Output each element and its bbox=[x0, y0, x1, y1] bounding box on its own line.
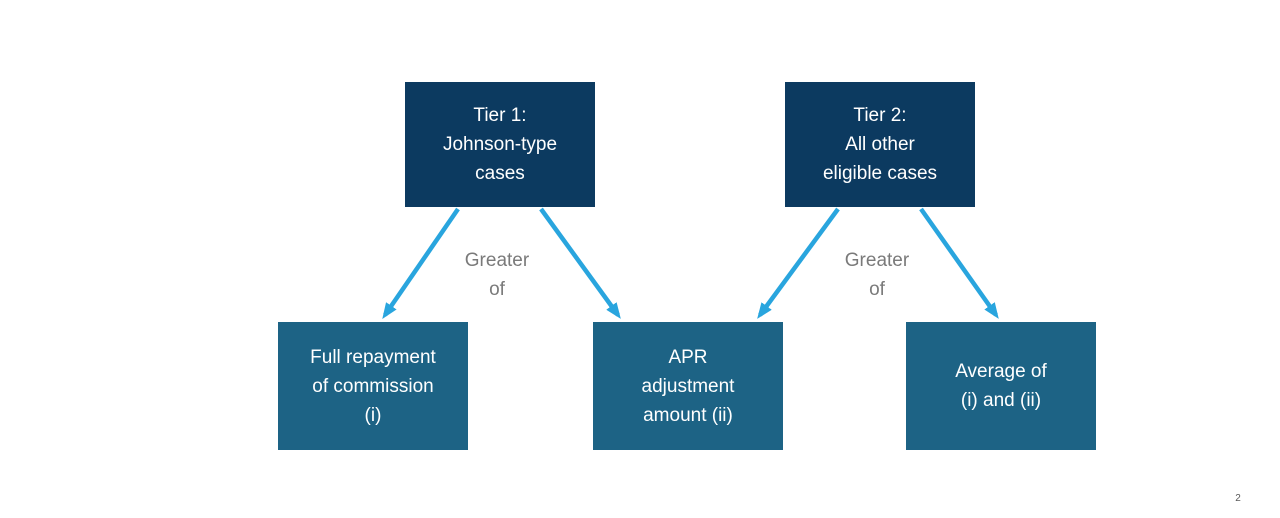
full-repayment-box: Full repayment of commission (i) bbox=[278, 322, 468, 450]
arrow-tier2-to-apr-adjustment bbox=[757, 207, 840, 319]
tier-1-box: Tier 1: Johnson-type cases bbox=[405, 82, 595, 207]
tier-2-box: Tier 2: All other eligible cases bbox=[785, 82, 975, 207]
greater-of-label-tier2: Greater of bbox=[844, 250, 910, 300]
page-number: 2 bbox=[1235, 493, 1241, 504]
greater-of-label-tier1: Greater of bbox=[464, 250, 530, 300]
arrow-tier1-to-full-repayment bbox=[382, 207, 460, 319]
apr-adjustment-box: APR adjustment amount (ii) bbox=[593, 322, 783, 450]
arrow-tier2-to-average bbox=[919, 207, 999, 319]
arrow-tier1-to-apr-adjustment bbox=[539, 207, 621, 319]
average-box: Average of (i) and (ii) bbox=[906, 322, 1096, 450]
